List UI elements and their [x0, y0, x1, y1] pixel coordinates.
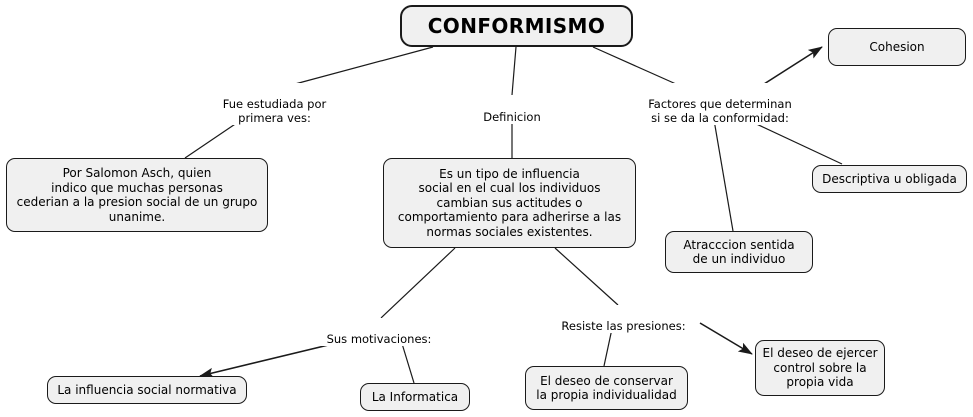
node-definicion-label: Es un tipo de influencia social en el cu…	[397, 166, 622, 239]
edge-factores-to-cohesion	[763, 46, 823, 85]
node-deseo-ejercer[interactable]: El deseo de ejercer control sobre la pro…	[755, 340, 885, 396]
node-cohesion-label: Cohesion	[869, 39, 925, 54]
node-normativa-label: La influencia social normativa	[57, 382, 237, 397]
node-definicion[interactable]: Es un tipo de influencia social en el cu…	[383, 158, 636, 248]
edge-root-to-factores	[592, 46, 677, 85]
link-label-resiste-presiones: Resiste las presiones:	[548, 305, 699, 333]
link-label-sus-motivaciones: Sus motivaciones:	[311, 318, 447, 346]
node-conservar-label: El deseo de conservar la propia individu…	[536, 373, 677, 403]
node-informatica-label: La Informatica	[371, 389, 459, 404]
link-label-sus-motivaciones-text: Sus motivaciones:	[326, 332, 432, 346]
link-label-resiste-presiones-text: Resiste las presiones:	[561, 319, 686, 333]
edge-definicion-to-motivaciones	[380, 247, 456, 319]
edge-motivaciones-to-normativa	[199, 340, 346, 378]
node-descriptiva-label: Descriptiva u obligada	[822, 171, 957, 186]
link-label-fue-estudiada: Fue estudiada por primera ves:	[212, 83, 337, 125]
edge-root-to-definicion-label	[511, 46, 517, 96]
edge-root-to-estudiada	[294, 46, 434, 85]
node-influencia-social-normativa[interactable]: La influencia social normativa	[47, 376, 247, 404]
link-label-definicion: Definicion	[472, 96, 552, 124]
edge-resiste-to-ejercer	[699, 322, 753, 355]
edge-factores-to-atraccion	[712, 113, 734, 232]
node-conformismo-label: CONFORMISMO	[427, 13, 606, 38]
edge-definicion-to-resiste	[554, 247, 619, 306]
node-conformismo[interactable]: CONFORMISMO	[400, 5, 633, 47]
node-descriptiva-u-obligada[interactable]: Descriptiva u obligada	[812, 165, 967, 193]
node-atraccion-sentida[interactable]: Atracccion sentida de un individuo	[665, 231, 813, 273]
link-label-factores: Factores que determinan si se da la conf…	[629, 83, 811, 125]
node-la-informatica[interactable]: La Informatica	[360, 383, 470, 411]
node-ejercer-label: El deseo de ejercer control sobre la pro…	[762, 346, 878, 390]
link-label-definicion-text: Definicion	[483, 110, 541, 124]
link-label-fue-estudiada-text: Fue estudiada por primera ves:	[222, 97, 327, 125]
node-cohesion[interactable]: Cohesion	[828, 28, 966, 66]
link-label-factores-text: Factores que determinan si se da la conf…	[648, 97, 792, 125]
node-salomon-asch[interactable]: Por Salomon Asch, quien indico que mucha…	[6, 158, 268, 232]
node-salomon-asch-label: Por Salomon Asch, quien indico que mucha…	[16, 166, 258, 224]
node-atraccion-label: Atracccion sentida de un individuo	[683, 237, 795, 267]
node-deseo-conservar[interactable]: El deseo de conservar la propia individu…	[525, 366, 688, 410]
